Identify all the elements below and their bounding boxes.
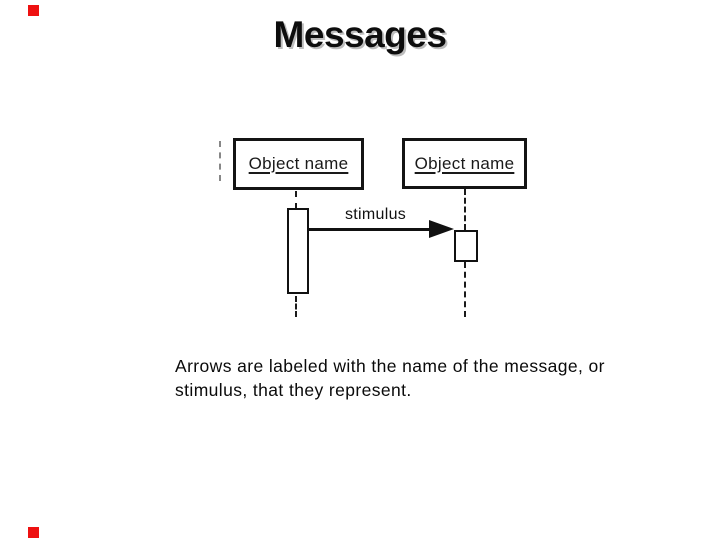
- message-label: stimulus: [345, 206, 407, 223]
- message-arrow-line: [309, 228, 431, 231]
- caption-text: Arrows are labeled with the name of the …: [175, 354, 655, 402]
- scan-artifact-dashes: [219, 141, 221, 181]
- red-corner-marker-top: [28, 5, 39, 16]
- receiver-lifeline-lower: [464, 262, 466, 317]
- slide-title: Messages: [273, 14, 447, 55]
- caption-line-2: stimulus, that they represent.: [175, 380, 412, 400]
- object-label-receiver: Object name: [414, 153, 515, 173]
- red-corner-marker-bottom: [28, 527, 39, 538]
- object-box-sender: Object name: [233, 138, 364, 190]
- object-box-receiver: Object name: [402, 138, 527, 189]
- receiver-lifeline-upper: [464, 189, 466, 230]
- sender-lifeline-lower: [295, 296, 297, 317]
- message-arrowhead-icon: [429, 220, 454, 238]
- sender-lifeline-upper: [295, 191, 297, 209]
- caption-line-1: Arrows are labeled with the name of the …: [175, 356, 605, 376]
- receiver-activation-box: [454, 230, 478, 262]
- sender-activation-bar: [287, 208, 309, 294]
- object-label-sender: Object name: [248, 154, 349, 173]
